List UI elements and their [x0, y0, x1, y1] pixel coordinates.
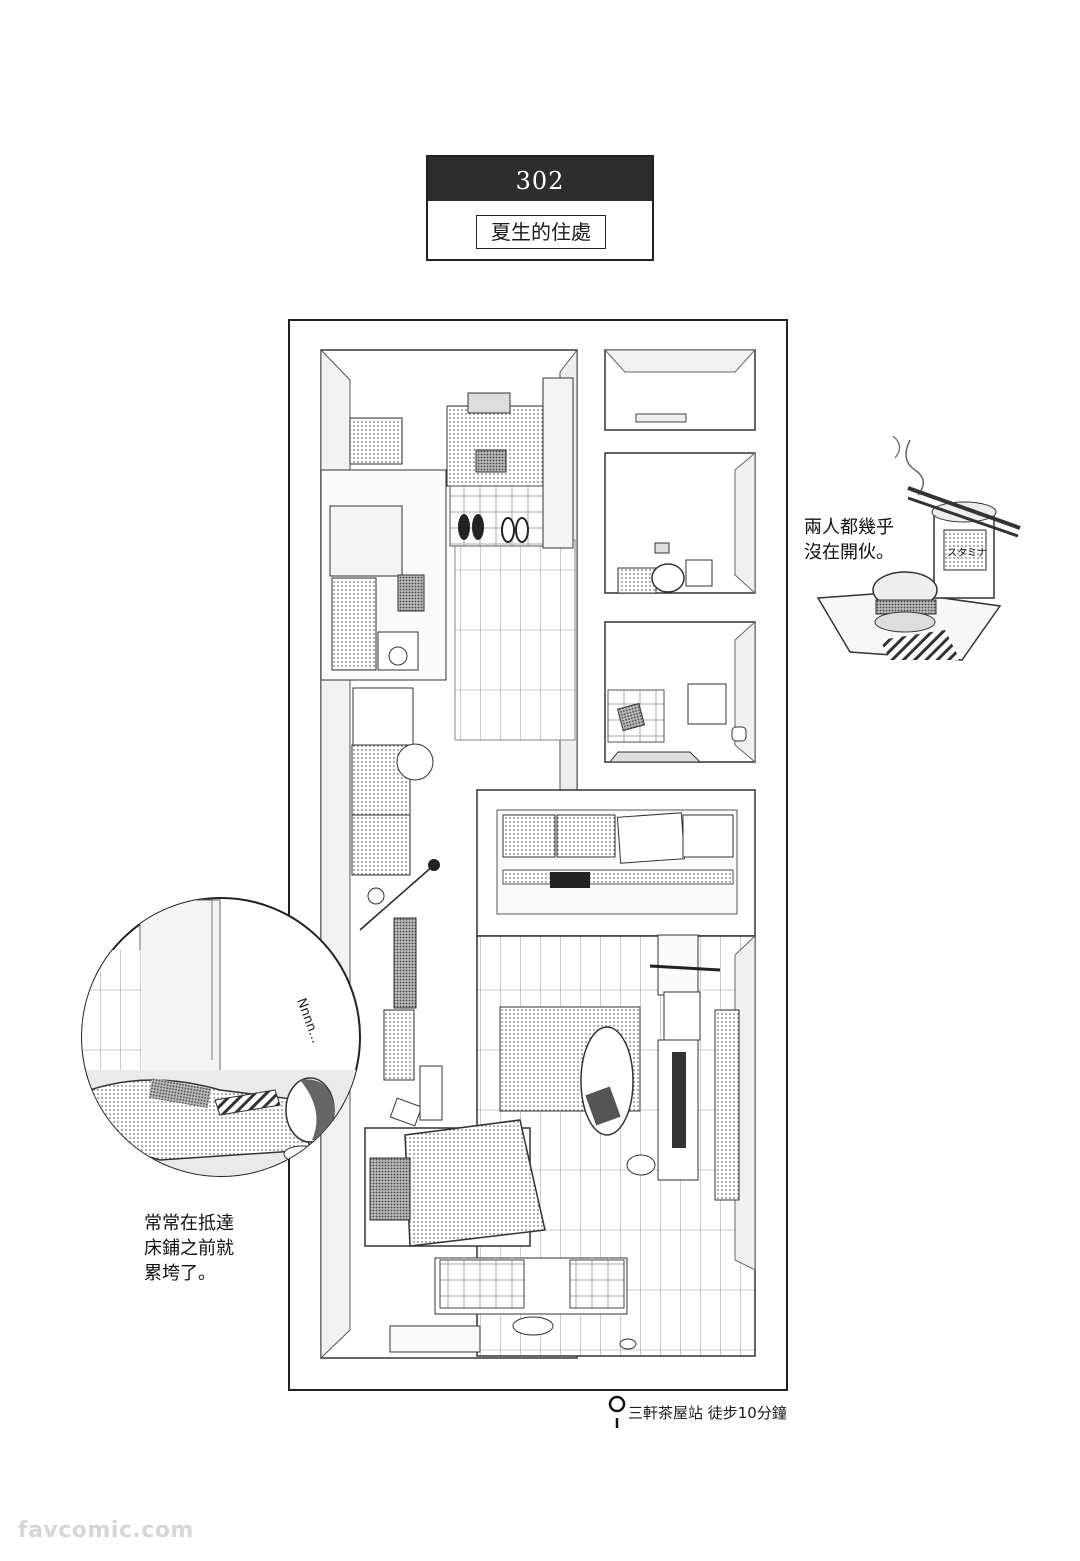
location-info: 三軒茶屋站 徒步10分鐘: [608, 1402, 787, 1423]
tv: [672, 1052, 686, 1148]
steam: [905, 439, 924, 496]
bedroom: [364, 934, 756, 1357]
shoe-icon: [501, 517, 515, 543]
location-text: 三軒茶屋站 徒步10分鐘: [628, 1404, 787, 1422]
storage-room: [603, 349, 757, 431]
shoe-icon: [472, 514, 484, 540]
room-header: 302 夏生的住處: [426, 155, 654, 261]
kitchen: [320, 417, 447, 751]
blanket: [404, 1119, 546, 1247]
left-shelving: [351, 743, 434, 1081]
callout-dot: [428, 859, 440, 871]
room-label: 夏生的住處: [476, 215, 606, 249]
bathroom: [604, 620, 756, 764]
food-illustration: スタミナ: [816, 435, 1021, 661]
watermark: favcomic.com: [18, 1518, 194, 1543]
callout-line: [359, 864, 435, 931]
entrance: [446, 377, 574, 549]
fridge: [352, 687, 414, 751]
room-number: 302: [428, 157, 652, 201]
pillow: [369, 1157, 411, 1221]
map-pin-icon: [608, 1395, 626, 1428]
shoe-icon: [458, 514, 470, 540]
toilet-icon: [651, 563, 685, 593]
closet: [476, 789, 756, 937]
cup-label: スタミナ: [947, 547, 987, 559]
caption-cooking: 兩人都幾乎 沒在開伙。: [804, 517, 894, 563]
caption-sleeping: 常常在抵達 床鋪之前就 累垮了。: [144, 1213, 234, 1284]
window-blind: [714, 1009, 740, 1201]
toilet-room: [604, 451, 756, 595]
shoe-icon: [515, 517, 529, 543]
